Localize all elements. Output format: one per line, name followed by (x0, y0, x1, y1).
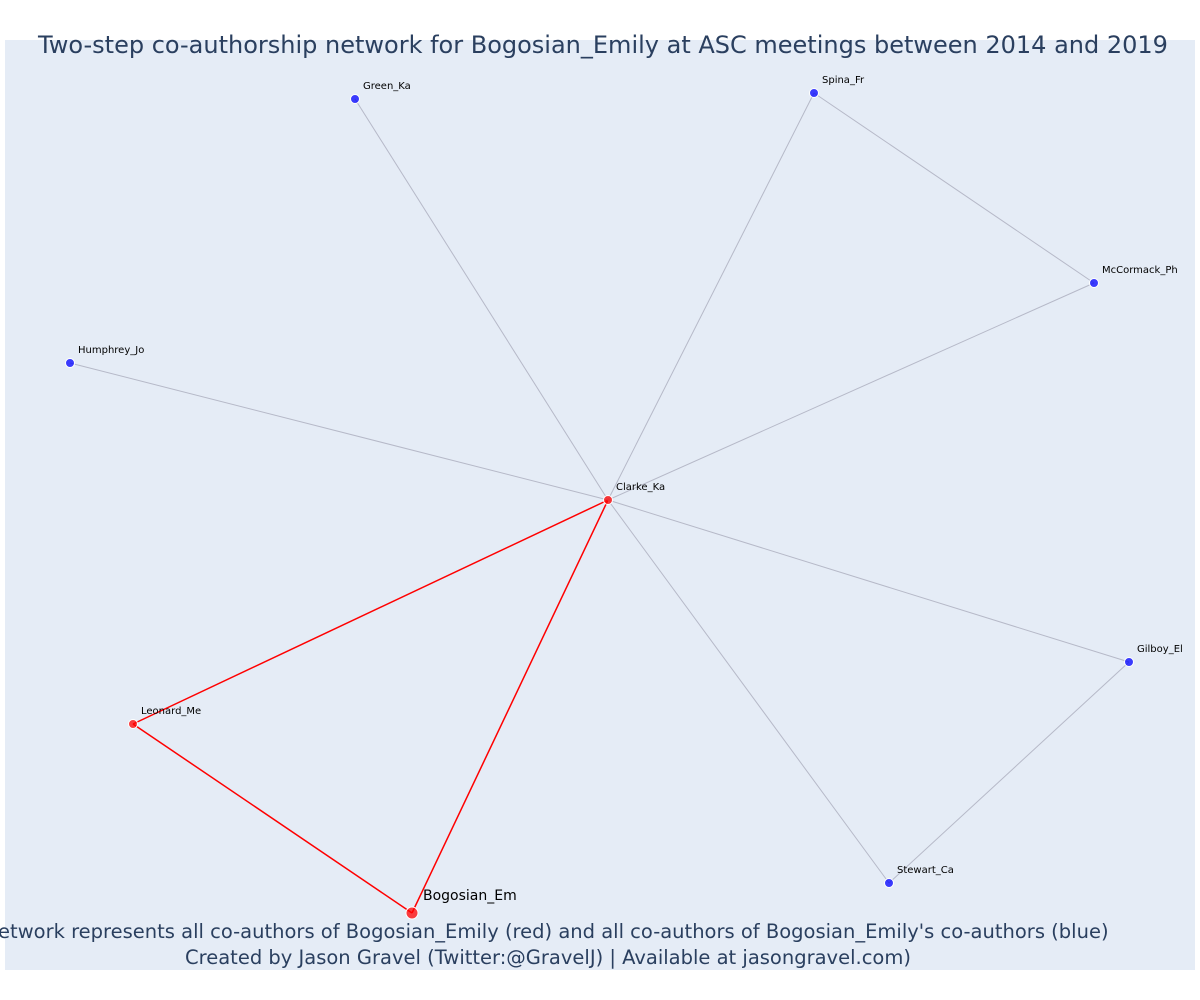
node-label-Gilboy_El: Gilboy_El (1137, 644, 1183, 655)
edge-Gilboy_El-Stewart_Ca (888, 661, 1130, 884)
node-label-Leonard_Me: Leonard_Me (141, 706, 201, 717)
edges-layer (69, 92, 1130, 914)
node-Stewart_Ca[interactable] (884, 878, 894, 888)
plot-background (5, 40, 1195, 970)
edge-Leonard_Me-Clarke_Ka (132, 499, 609, 725)
node-Bogosian_Em[interactable] (405, 906, 419, 920)
node-Leonard_Me[interactable] (128, 719, 138, 729)
node-Clarke_Ka[interactable] (603, 495, 613, 505)
node-label-Bogosian_Em: Bogosian_Em (423, 888, 517, 904)
edge-Clarke_Ka-Gilboy_El (607, 499, 1130, 663)
node-label-Green_Ka: Green_Ka (363, 81, 411, 92)
node-label-Stewart_Ca: Stewart_Ca (897, 865, 954, 876)
edge-Clarke_Ka-Stewart_Ca (607, 499, 890, 884)
chart-title: Two-step co-authorship network for Bogos… (37, 31, 1168, 59)
edge-Clarke_Ka-Humphrey_Jo (69, 362, 609, 501)
node-Spina_Fr[interactable] (809, 88, 819, 98)
edge-Clarke_Ka-McCormack_Ph (607, 282, 1095, 501)
node-label-Humphrey_Jo: Humphrey_Jo (78, 345, 144, 356)
node-Gilboy_El[interactable] (1124, 657, 1134, 667)
node-label-Spina_Fr: Spina_Fr (822, 75, 865, 86)
node-McCormack_Ph[interactable] (1089, 278, 1099, 288)
nodes-layer (65, 88, 1134, 920)
edge-Bogosian_Em-Clarke_Ka (411, 499, 609, 914)
footer-line-1: Network represents all co-authors of Bog… (0, 920, 1109, 943)
edge-Bogosian_Em-Leonard_Me (132, 723, 413, 914)
edge-Clarke_Ka-Spina_Fr (607, 92, 815, 501)
edge-Clarke_Ka-Green_Ka (354, 98, 609, 501)
node-label-McCormack_Ph: McCormack_Ph (1102, 265, 1178, 276)
node-Humphrey_Jo[interactable] (65, 358, 75, 368)
footer-line-2: Created by Jason Gravel (Twitter:@Gravel… (185, 946, 911, 969)
edge-Spina_Fr-McCormack_Ph (813, 92, 1095, 284)
node-Green_Ka[interactable] (350, 94, 360, 104)
node-label-Clarke_Ka: Clarke_Ka (616, 482, 665, 493)
